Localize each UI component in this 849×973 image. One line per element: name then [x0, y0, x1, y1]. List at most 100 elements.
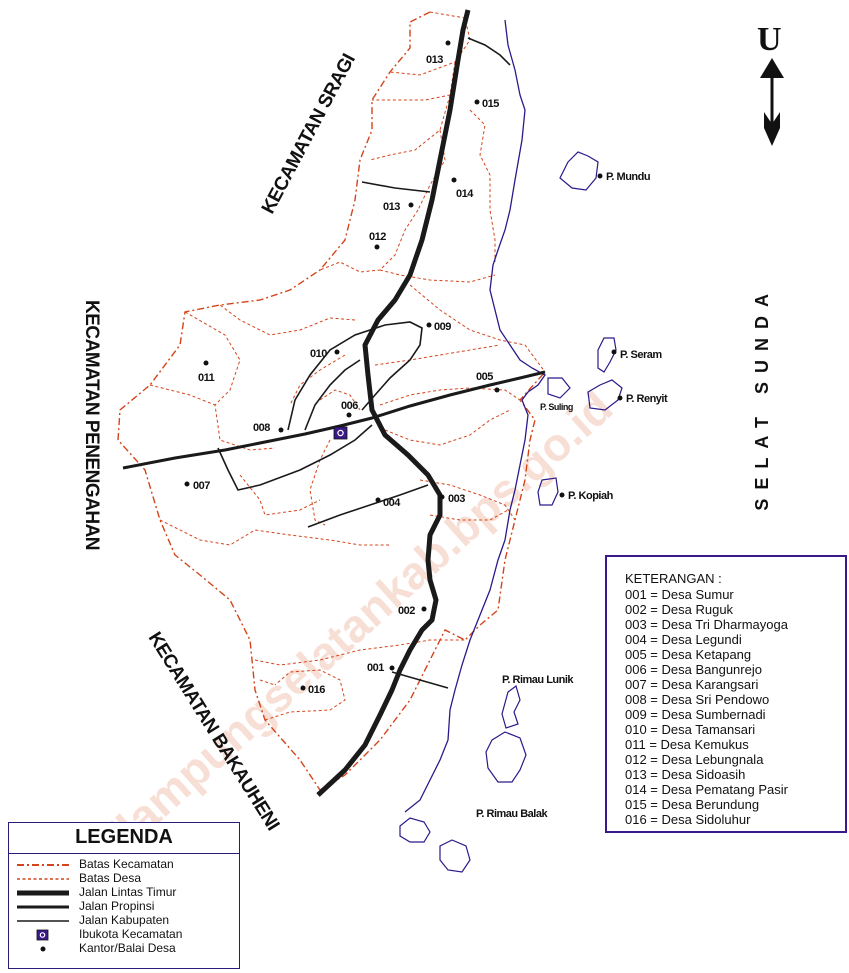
village-code-label: 014	[456, 188, 474, 200]
village-code-label: 006	[341, 400, 358, 412]
island-label-kopiah: P. Kopiah	[568, 490, 614, 502]
island-dot-kopiah	[559, 492, 565, 498]
island-suling	[547, 377, 571, 399]
region-label-sragi: KECAMATAN SRAGI	[258, 51, 360, 218]
village-dot-013a	[445, 40, 451, 46]
village-dot-004	[375, 497, 381, 503]
village-dot-007	[184, 481, 190, 487]
village-code-label: 009	[434, 321, 451, 333]
island-label-suling: P. Suling	[540, 402, 573, 412]
road-propinsi	[122, 370, 546, 470]
island-label-rimau-lunik: P. Rimau Lunik	[502, 674, 574, 686]
keterangan-item: 012 = Desa Lebungnala	[625, 752, 764, 767]
keterangan-item: 003 = Desa Tri Dharmayoga	[625, 617, 788, 632]
legend-item-batas-kecamatan: Batas Kecamatan	[15, 857, 235, 871]
island-dot-mundu	[597, 173, 603, 179]
legend-title: LEGENDA	[75, 826, 173, 848]
village-code-label: 016	[308, 684, 325, 696]
island-rimau-balak	[485, 731, 527, 783]
legend-label: Jalan Lintas Timur	[79, 885, 177, 899]
legend-divider	[9, 853, 239, 854]
village-code-label: 013	[383, 201, 400, 213]
keterangan-item: 006 = Desa Bangunrejo	[625, 662, 762, 677]
island-label-renyit: P. Renyit	[626, 393, 668, 405]
legend-item-jalan-lintas-timur: Jalan Lintas Timur	[15, 885, 235, 899]
district-boundary	[117, 11, 546, 791]
island-rimau-lunik	[501, 684, 521, 729]
legend-label: Kantor/Balai Desa	[79, 941, 176, 955]
island-small-2	[439, 839, 471, 873]
legend-label: Batas Desa	[79, 871, 142, 885]
village-dot-014	[451, 177, 457, 183]
island-label-mundu: P. Mundu	[606, 171, 650, 183]
district-capital-icon	[333, 426, 348, 440]
village-dot-009	[426, 322, 432, 328]
keterangan-title: KETERANGAN :	[625, 571, 722, 586]
legend-label: Ibukota Kecamatan	[79, 927, 183, 941]
keterangan-item: 008 = Desa Sri Pendowo	[625, 692, 770, 707]
keterangan-item: 016 = Desa Sidoluhur	[625, 812, 751, 827]
island-seram	[597, 337, 617, 373]
kantor-balai-desa-icon	[40, 946, 46, 952]
village-code-label: 013	[426, 54, 443, 66]
village-dot-005	[494, 387, 500, 393]
village-dot-016	[300, 685, 306, 691]
village-code-label: 001	[367, 662, 384, 674]
batas-kecamatan-symbol	[17, 864, 69, 866]
island-small-1	[399, 817, 431, 843]
keterangan-item: 005 = Desa Ketapang	[625, 647, 752, 662]
keterangan-item: 004 = Desa Legundi	[625, 632, 742, 647]
village-dot-001	[389, 665, 395, 671]
keterangan-item: 015 = Desa Berundung	[625, 797, 760, 812]
keterangan-item: 009 = Desa Sumbernadi	[625, 707, 766, 722]
legend-item-ibukota-kecamatan: Ibukota Kecamatan	[15, 927, 235, 941]
village-code-label: 012	[369, 231, 386, 243]
village-code-label: 003	[448, 493, 465, 505]
island-label-seram: P. Seram	[620, 349, 662, 361]
village-code-label: 005	[476, 371, 493, 383]
keterangan-item: 011 = Desa Kemukus	[625, 737, 749, 752]
legend-panel: LEGENDA Batas Kecamatan Batas Desa Jalan…	[8, 822, 240, 969]
north-letter: U	[757, 21, 782, 58]
village-dot-003	[439, 494, 445, 500]
village-code-label: 008	[253, 422, 270, 434]
region-label-penengahan: KECAMATAN PENENGAHAN	[81, 300, 102, 550]
road-lintas-timur	[316, 9, 471, 797]
village-code-label: 010	[310, 348, 327, 360]
keterangan-item: 010 = Desa Tamansari	[625, 722, 756, 737]
village-dot-010	[334, 349, 340, 355]
village-code-label: 015	[482, 98, 499, 110]
legend-label: Jalan Kabupaten	[79, 913, 170, 927]
village-dot-012	[374, 244, 380, 250]
island-dot-seram	[611, 349, 617, 355]
roads-kabupaten	[217, 37, 511, 689]
village-dot-006	[346, 412, 352, 418]
island-label-rimau-balak: P. Rimau Balak	[476, 808, 548, 820]
village-dot-002	[421, 606, 427, 612]
village-dot-013b	[408, 202, 414, 208]
jalan-kabupaten-symbol	[17, 920, 69, 922]
village-code-label: 004	[383, 497, 401, 509]
coastline	[404, 19, 546, 813]
ibukota-kecamatan-icon	[36, 929, 49, 941]
village-office-dots	[184, 40, 623, 691]
village-code-label: 007	[193, 480, 210, 492]
legend-item-kantor-balai-desa: Kantor/Balai Desa	[15, 941, 235, 955]
keterangan-item: 001 = Desa Sumur	[625, 587, 734, 602]
island-dot-renyit	[617, 395, 623, 401]
village-code-label: 002	[398, 605, 415, 617]
island-renyit	[587, 379, 623, 411]
batas-desa-symbol	[17, 878, 69, 880]
village-code-label: 011	[198, 372, 215, 384]
legend-item-jalan-kabupaten: Jalan Kabupaten	[15, 913, 235, 927]
island-kopiah	[537, 477, 559, 506]
keterangan-item: 002 = Desa Ruguk	[625, 602, 734, 617]
legend-item-batas-desa: Batas Desa	[15, 871, 235, 885]
keterangan-item: 014 = Desa Pematang Pasir	[625, 782, 788, 797]
jalan-lintas-timur-symbol	[17, 890, 69, 896]
legend-label: Jalan Propinsi	[79, 899, 155, 913]
keterangan-item: 013 = Desa Sidoasih	[625, 767, 746, 782]
legend-label: Batas Kecamatan	[79, 857, 174, 871]
sea-label: SELAT SUNDA	[752, 285, 772, 511]
legend-item-jalan-propinsi: Jalan Propinsi	[15, 899, 235, 913]
